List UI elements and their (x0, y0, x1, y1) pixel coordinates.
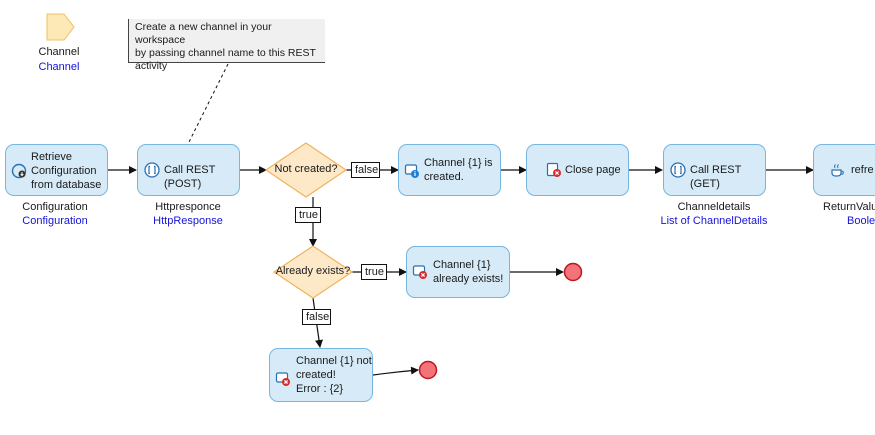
output-variable-name: Channeldetails (677, 201, 751, 213)
output-variable-type: Boole (847, 215, 875, 227)
output-variable-type: Configuration (22, 215, 88, 227)
condition-label-true[interactable]: true (295, 207, 321, 223)
annotation-link (187, 63, 229, 145)
decision-already-exists-shape[interactable] (272, 245, 354, 299)
output-variable-name: Configuration (22, 201, 88, 213)
decision-already-exists-label: Already exists? (275, 265, 351, 277)
parameter-name: Channel (38, 46, 80, 58)
activity-label: Close page (565, 164, 621, 176)
decision-not-created-shape[interactable] (264, 142, 348, 198)
end-event[interactable] (418, 360, 438, 380)
error-message-icon (275, 372, 290, 386)
activity-label-line: from database (31, 179, 102, 191)
activity-label-line: already exists! (433, 273, 504, 285)
annotation-line: activity (135, 60, 168, 72)
parameter-type: Channel (38, 61, 80, 73)
activity-show-message-exists[interactable]: Channel {1} already exists! (406, 246, 510, 298)
activity-label: Call REST (POST) (164, 164, 216, 190)
activity-label-line: created. (424, 171, 464, 183)
activity-retrieve-configuration[interactable]: Retrieve Configuration from database (5, 144, 108, 196)
rest-call-icon (670, 162, 686, 178)
parameter-icon[interactable] (46, 13, 76, 41)
activity-label-line: Channel {1} is (424, 157, 493, 169)
activity-show-message-not-created[interactable]: Channel {1} not created! Error : {2} (269, 348, 373, 402)
activity-show-message-created[interactable]: Channel {1} is created. (398, 144, 501, 196)
activity-label-line: created! (296, 369, 336, 381)
decision-not-created-label: Not created? (274, 163, 338, 175)
output-variable-name: ReturnValu (823, 201, 875, 213)
condition-label-false[interactable]: false (302, 309, 331, 325)
activity-label-line: Channel {1} (433, 259, 491, 271)
activity-label-line: Configuration (31, 165, 97, 177)
activity-close-page[interactable]: Close page (526, 144, 629, 196)
activity-call-rest-post[interactable]: Call REST (POST) (137, 144, 240, 196)
annotation-line: Create a new channel in your workspace (135, 21, 272, 46)
close-page-icon (546, 162, 561, 177)
error-message-icon (412, 265, 427, 279)
condition-label-false[interactable]: false (351, 162, 380, 178)
activity-java-action-refresh[interactable]: refre (813, 144, 875, 196)
annotation-line: by passing channel name to this REST (135, 47, 316, 59)
activity-label: refre (851, 164, 874, 176)
flow-notcreated-to-end (372, 366, 419, 376)
output-variable-type: HttpResponse (153, 215, 223, 227)
activity-label-line: Channel {1} not (296, 355, 372, 367)
output-variable-name: Httpresponce (155, 201, 221, 213)
retrieve-database-icon (11, 163, 27, 179)
activity-label-line: Error : {2} (296, 383, 344, 395)
java-action-icon (831, 164, 844, 177)
rest-call-icon (144, 162, 160, 178)
annotation-note[interactable]: Create a new channel in your workspace b… (128, 19, 325, 72)
info-message-icon (404, 164, 419, 178)
activity-label: Call REST (GET) (690, 164, 742, 190)
condition-label-true[interactable]: true (361, 264, 387, 280)
end-event[interactable] (563, 262, 583, 282)
activity-label-line: Retrieve (31, 151, 72, 163)
output-variable-type: List of ChannelDetails (660, 215, 768, 227)
activity-call-rest-get[interactable]: Call REST (GET) (663, 144, 766, 196)
